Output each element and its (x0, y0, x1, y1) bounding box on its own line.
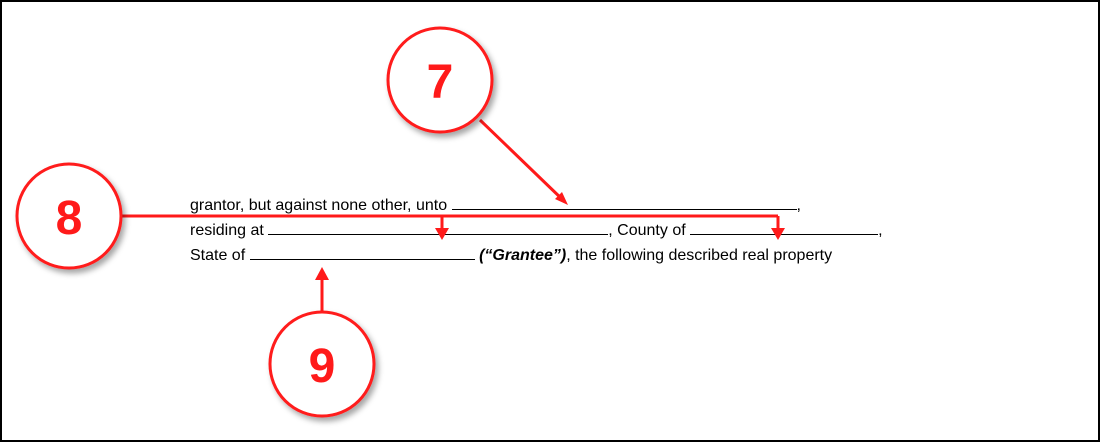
callout-7-arrowhead (555, 192, 568, 205)
text-line-1: grantor, but against none other, unto , (190, 194, 801, 216)
callout-8-circle (15, 162, 123, 270)
grantee-name-blank[interactable] (451, 194, 797, 210)
text-line-3: State of (“Grantee”), the following desc… (190, 244, 832, 266)
residing-at-text: residing at (190, 222, 264, 239)
callout-8-arrowhead-2 (771, 228, 785, 240)
callout-7-circle (386, 26, 494, 134)
callout-8-arrowhead-1 (435, 228, 449, 240)
line1-end: , (796, 197, 801, 214)
unto-text: grantor, but against none other, unto (190, 197, 448, 214)
county-of-text: , County of (608, 222, 686, 239)
residence-blank[interactable] (268, 219, 609, 235)
real-property-text: , the following described real property (566, 247, 833, 264)
callout-9: 9 (268, 267, 376, 418)
grantee-term: (“Grantee”) (479, 247, 567, 264)
callout-8-label: 8 (56, 192, 83, 245)
state-blank[interactable] (249, 244, 475, 260)
callout-7-arrow-line (478, 118, 566, 203)
callout-7: 7 (386, 26, 568, 205)
text-line-2: residing at , County of , (190, 219, 883, 241)
callout-9-arrowhead (315, 267, 329, 280)
callout-8: 8 (15, 162, 785, 270)
county-blank[interactable] (690, 219, 879, 235)
state-of-text: State of (190, 247, 246, 264)
callout-9-label: 9 (309, 340, 336, 393)
line2-end: , (878, 222, 883, 239)
callout-9-circle (268, 310, 376, 418)
callout-7-label: 7 (427, 56, 454, 109)
